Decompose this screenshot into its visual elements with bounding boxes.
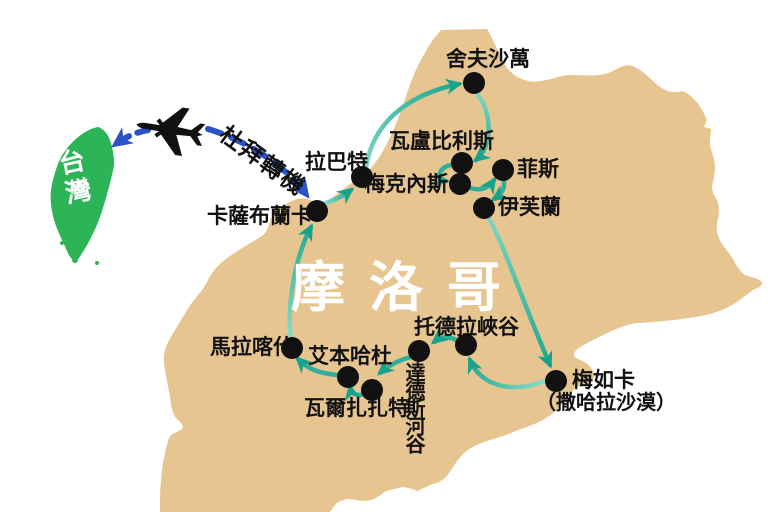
- label-rabat: 拉巴特: [305, 151, 368, 174]
- route-chefchaouen-volubilis: [472, 92, 492, 163]
- dot-aitbenhaddou: [337, 366, 359, 388]
- label-fes: 菲斯: [517, 158, 559, 181]
- label-todra: 托德拉峽谷: [414, 316, 519, 339]
- route-merzouga-todra: [467, 356, 548, 390]
- dot-ifrane: [473, 197, 495, 219]
- label-merzouga: 梅如卡: [572, 369, 635, 392]
- city-dots: [281, 72, 567, 401]
- dot-marrakech: [281, 337, 303, 359]
- label-casablanca: 卡薩布蘭卡: [207, 205, 312, 228]
- label-marrakech: 馬拉喀什: [210, 336, 294, 359]
- dot-chefchaouen: [463, 72, 485, 94]
- route-arrows: [287, 78, 553, 402]
- route-fes-ifrane: [490, 178, 510, 202]
- label-volubilis: 瓦盧比利斯: [389, 130, 494, 153]
- label-ait-ben-haddou: 艾本哈杜: [308, 345, 392, 368]
- route-marrakech-casablanca: [287, 223, 314, 342]
- dot-volubilis: [451, 152, 473, 174]
- route-ouarzazate-aitbenhaddou: [344, 383, 367, 402]
- dot-dades: [408, 340, 430, 362]
- taiwan-islet: [60, 241, 64, 245]
- route-todra-dades: [430, 327, 459, 345]
- label-meknes: 梅克內斯: [364, 173, 448, 196]
- airplane-icon: [136, 107, 206, 157]
- route-rabat-chefchaouen: [363, 78, 463, 171]
- label-ouarzazate: 瓦爾扎扎特: [304, 397, 409, 420]
- label-dades: 達德斯河谷: [402, 362, 424, 452]
- dot-ouarzazate: [361, 379, 383, 401]
- dot-fes: [492, 159, 514, 181]
- taiwan-island: [50, 127, 115, 265]
- dot-meknes: [449, 173, 471, 195]
- route-aitbenhaddou-marrakech: [295, 356, 340, 378]
- dot-merzouga: [545, 370, 567, 392]
- route-ifrane-merzouga: [486, 216, 553, 369]
- dot-rabat: [351, 166, 373, 188]
- route-volubilis-meknes: [432, 162, 454, 188]
- flight-arc-to-taiwan: [111, 127, 151, 148]
- route-dades-ouarzazate: [377, 354, 414, 376]
- route-meknes-fes: [467, 176, 497, 196]
- flight-arc-to-casablanca: [205, 126, 310, 199]
- label-ifrane: 伊芙蘭: [498, 196, 561, 219]
- morocco-landmass: [160, 29, 763, 512]
- taiwan-islet: [95, 261, 99, 265]
- label-merzouga-note: （撒哈拉沙漠）: [536, 392, 676, 414]
- dot-todra: [455, 334, 477, 356]
- label-chefchaouen: 舍夫沙萬: [446, 48, 530, 71]
- map-title: 摩洛哥: [291, 258, 525, 318]
- dot-casablanca: [306, 200, 328, 222]
- taiwan-islet: [72, 257, 78, 263]
